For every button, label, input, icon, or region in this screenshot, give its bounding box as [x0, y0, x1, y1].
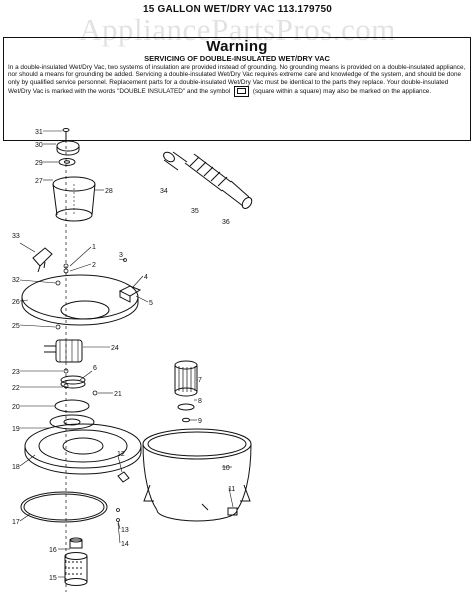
part-nozzle-36 [221, 180, 253, 209]
part-number-label: 34 [160, 188, 168, 195]
part-hose-34 [163, 151, 188, 171]
part-hose-35 [184, 153, 232, 192]
part-number-label: 23 [12, 369, 20, 376]
warning-subheading: SERVICING OF DOUBLE-INSULATED WET/DRY VA… [144, 54, 330, 63]
part-number-label: 21 [114, 391, 122, 398]
warning-body-text-2: (square within a square) may also be mar… [252, 88, 432, 96]
part-number-label: 29 [35, 160, 43, 167]
part-number-label: 6 [93, 365, 97, 372]
part-number-label: 31 [35, 129, 43, 136]
part-number-label: 17 [12, 519, 20, 526]
warning-heading: Warning [206, 38, 268, 55]
part-housing-28 [52, 176, 96, 222]
part-number-label: 15 [49, 575, 57, 582]
part-number-label: 32 [12, 277, 20, 284]
part-number-label: 8 [198, 398, 202, 405]
part-number-label: 26 [12, 299, 20, 306]
leader-lines [19, 130, 234, 578]
part-number-label: 25 [12, 323, 20, 330]
part-number-label: 33 [12, 233, 20, 240]
double-insulated-symbol-icon [234, 85, 250, 97]
part-number-label: 18 [12, 464, 20, 471]
part-number-label: 22 [12, 385, 20, 392]
part-number-label: 3 [119, 252, 123, 259]
part-gasket-17 [20, 491, 108, 523]
part-fan-6 [60, 375, 86, 389]
part-filter-cap-16 [69, 537, 83, 549]
warning-box: Warning SERVICING OF DOUBLE-INSULATED WE… [3, 37, 471, 141]
part-number-label: 7 [198, 377, 202, 384]
part-number-label: 1 [92, 244, 96, 251]
part-lid-18 [24, 423, 142, 475]
part-latch-12 [117, 471, 130, 483]
warning-body-text-1: In a double-insulated Wet/Dry Vac, two s… [8, 64, 466, 96]
part-number-label: 10 [222, 465, 230, 472]
part-plate-20 [54, 399, 90, 413]
part-cap-30 [56, 140, 80, 156]
part-cartridge-7 [174, 360, 198, 397]
warning-body: In a double-insulated Wet/Dry Vac, two s… [8, 64, 466, 97]
part-drain-cap-11 [227, 507, 238, 516]
part-number-label: 24 [111, 345, 119, 352]
part-screws [55, 258, 127, 522]
part-screw-31 [62, 128, 70, 141]
part-washer-29 [58, 158, 76, 166]
part-number-label: 12 [117, 451, 125, 458]
part-number-labels: 31 30 29 27 28 34 35 36 33 1 2 3 4 5 32 … [12, 129, 235, 582]
part-number-label: 2 [92, 262, 96, 269]
page-title: 15 GALLON WET/DRY VAC 113.179750 [142, 4, 333, 15]
part-cover-26 [21, 274, 139, 326]
part-number-label: 19 [12, 426, 20, 433]
part-number-label: 4 [144, 274, 148, 281]
part-number-label: 14 [121, 541, 129, 548]
part-switch-33 [32, 247, 53, 273]
part-drum-10 [142, 428, 252, 522]
part-number-label: 20 [12, 404, 20, 411]
part-number-label: 11 [228, 486, 235, 493]
part-number-label: 13 [121, 527, 129, 534]
part-number-label: 35 [191, 208, 199, 215]
part-number-label: 5 [149, 300, 153, 307]
part-number-label: 36 [222, 219, 230, 226]
part-motor-24 [44, 339, 83, 363]
part-number-label: 30 [35, 142, 43, 149]
part-number-label: 28 [105, 188, 113, 195]
part-number-label: 16 [49, 547, 57, 554]
part-nut-9 [182, 417, 190, 423]
part-impeller-19 [49, 414, 95, 430]
part-number-label: 9 [198, 418, 202, 425]
part-bracket-4-5 [118, 285, 142, 303]
part-number-label: 27 [35, 178, 43, 185]
part-retainer-8 [177, 403, 195, 411]
part-filter-15 [64, 552, 88, 586]
